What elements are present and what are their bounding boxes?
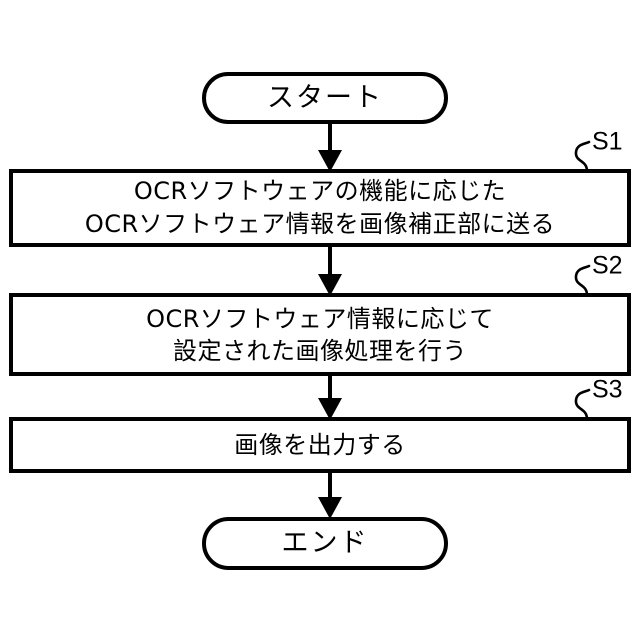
- arrow-head-icon: [318, 274, 342, 296]
- squiggle-leader-icon: [574, 140, 591, 173]
- process-box-s1-shape: [9, 169, 631, 247]
- start-node: スタート: [202, 72, 448, 124]
- connector-start-to-s1: [318, 122, 342, 172]
- process-box-s1-line-1: OCRソフトウェアの機能に応じた: [134, 177, 506, 205]
- end-node-label: エンド: [282, 528, 369, 559]
- process-box-s2-line-1: OCRソフトウェア情報に応じて: [146, 305, 494, 333]
- step-label-s3: S3: [574, 376, 623, 421]
- step-label-s2: S2: [574, 252, 623, 297]
- process-box-s1: OCRソフトウェアの機能に応じた OCRソフトウェア情報を画像補正部に送る: [9, 169, 631, 247]
- connector-s3-to-end: [318, 471, 342, 519]
- step-label-s2-text: S2: [592, 252, 623, 280]
- connector-s2-to-s3: [318, 374, 342, 420]
- process-box-s1-line-2: OCRソフトウェア情報を画像補正部に送る: [85, 210, 555, 238]
- arrow-head-icon: [318, 497, 342, 519]
- arrow-head-icon: [318, 150, 342, 172]
- process-box-s2-line-2: 設定された画像処理を行う: [173, 337, 467, 365]
- squiggle-leader-icon: [574, 264, 591, 297]
- arrow-head-icon: [318, 398, 342, 420]
- end-node-shape: [202, 517, 448, 570]
- end-node: エンド: [202, 517, 448, 570]
- process-box-s2: OCRソフトウェア情報に応じて 設定された画像処理を行う: [9, 293, 631, 376]
- squiggle-leader-icon: [574, 388, 591, 421]
- process-box-s2-shape: [9, 293, 631, 376]
- process-box-s3: 画像を出力する: [9, 417, 631, 473]
- process-box-s3-shape: [9, 417, 631, 473]
- start-node-shape: [202, 72, 448, 124]
- step-label-s3-text: S3: [592, 376, 623, 404]
- step-label-s1-text: S1: [592, 128, 623, 156]
- step-label-s1: S1: [574, 128, 623, 173]
- process-box-s3-line-1: 画像を出力する: [234, 431, 406, 459]
- connector-s1-to-s2: [318, 245, 342, 296]
- start-node-label: スタート: [267, 83, 383, 114]
